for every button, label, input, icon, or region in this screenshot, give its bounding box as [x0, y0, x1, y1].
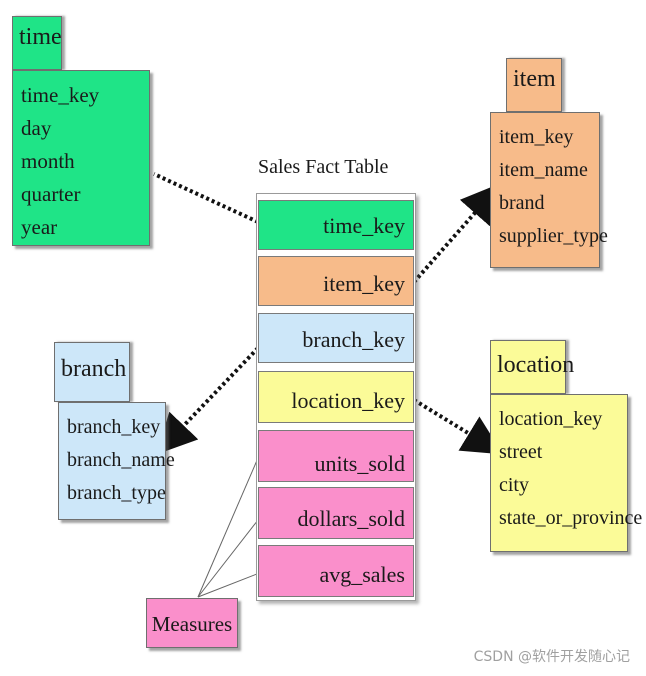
measures-link-dollars — [197, 519, 259, 598]
branch-attr: branch_type — [67, 482, 166, 504]
branch-attr: branch_name — [67, 449, 175, 471]
time-attr: time_key — [21, 83, 100, 107]
item-attr: brand — [499, 192, 545, 214]
fact-table-title: Sales Fact Table — [258, 156, 389, 178]
item-attr: item_key — [499, 126, 574, 148]
location-attr: street — [499, 441, 543, 463]
fact-measure-avg: avg_sales — [258, 545, 414, 597]
watermark: CSDN @软件开发随心记 — [473, 649, 630, 665]
time-attr: year — [21, 215, 58, 239]
branch-title: branch — [54, 342, 130, 402]
fact-key-item: item_key — [258, 256, 414, 306]
item-attributes: item_key item_name brand supplier_type — [490, 112, 608, 268]
measures-link-avg — [197, 571, 263, 598]
location-attributes: location_key street city state_or_provin… — [490, 394, 643, 552]
fact-key-location: location_key — [258, 371, 414, 423]
item-title: item — [506, 58, 562, 112]
time-attr: month — [21, 149, 75, 173]
measures-label: Measures — [146, 598, 238, 648]
branch-attr: branch_key — [67, 416, 161, 438]
time-link — [153, 172, 259, 224]
location-attr: city — [499, 474, 529, 496]
measures-link-units — [197, 457, 259, 598]
location-attr: state_or_province — [499, 507, 643, 529]
branch-link — [156, 346, 260, 455]
item-attr: supplier_type — [499, 225, 608, 247]
branch-attributes: branch_key branch_name branch_type — [58, 402, 175, 520]
item-link — [412, 182, 502, 284]
fact-key-branch: branch_key — [258, 313, 414, 363]
time-title: time — [12, 16, 62, 70]
location-link — [412, 398, 504, 455]
location-attr: location_key — [499, 408, 603, 430]
time-attr: quarter — [21, 182, 81, 206]
time-attr: day — [21, 116, 52, 140]
fact-measure-units: units_sold — [258, 430, 414, 482]
location-title: location — [490, 340, 574, 394]
fact-measure-dollars: dollars_sold — [258, 487, 414, 539]
time-attributes: time_key day month quarter year — [12, 70, 150, 246]
fact-key-time: time_key — [258, 200, 414, 250]
item-attr: item_name — [499, 159, 588, 181]
